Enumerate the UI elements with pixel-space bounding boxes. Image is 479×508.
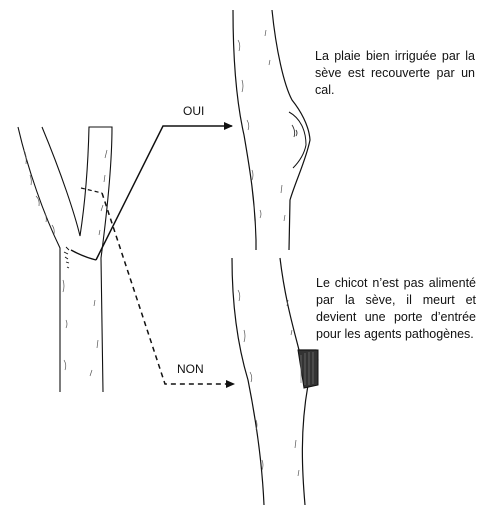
forked-branch xyxy=(18,127,112,392)
yes-label: OUI xyxy=(183,104,204,118)
callus-caption: La plaie bien irriguée par la sève est r… xyxy=(315,48,475,99)
stub-branch xyxy=(232,258,318,505)
arrows xyxy=(96,126,234,384)
no-label: NON xyxy=(177,362,204,376)
no-arrow xyxy=(102,193,234,384)
stub-caption: Le chicot n’est pas alimenté par la sève… xyxy=(316,275,476,343)
healed-branch xyxy=(233,10,310,250)
yes-arrow xyxy=(96,126,232,260)
